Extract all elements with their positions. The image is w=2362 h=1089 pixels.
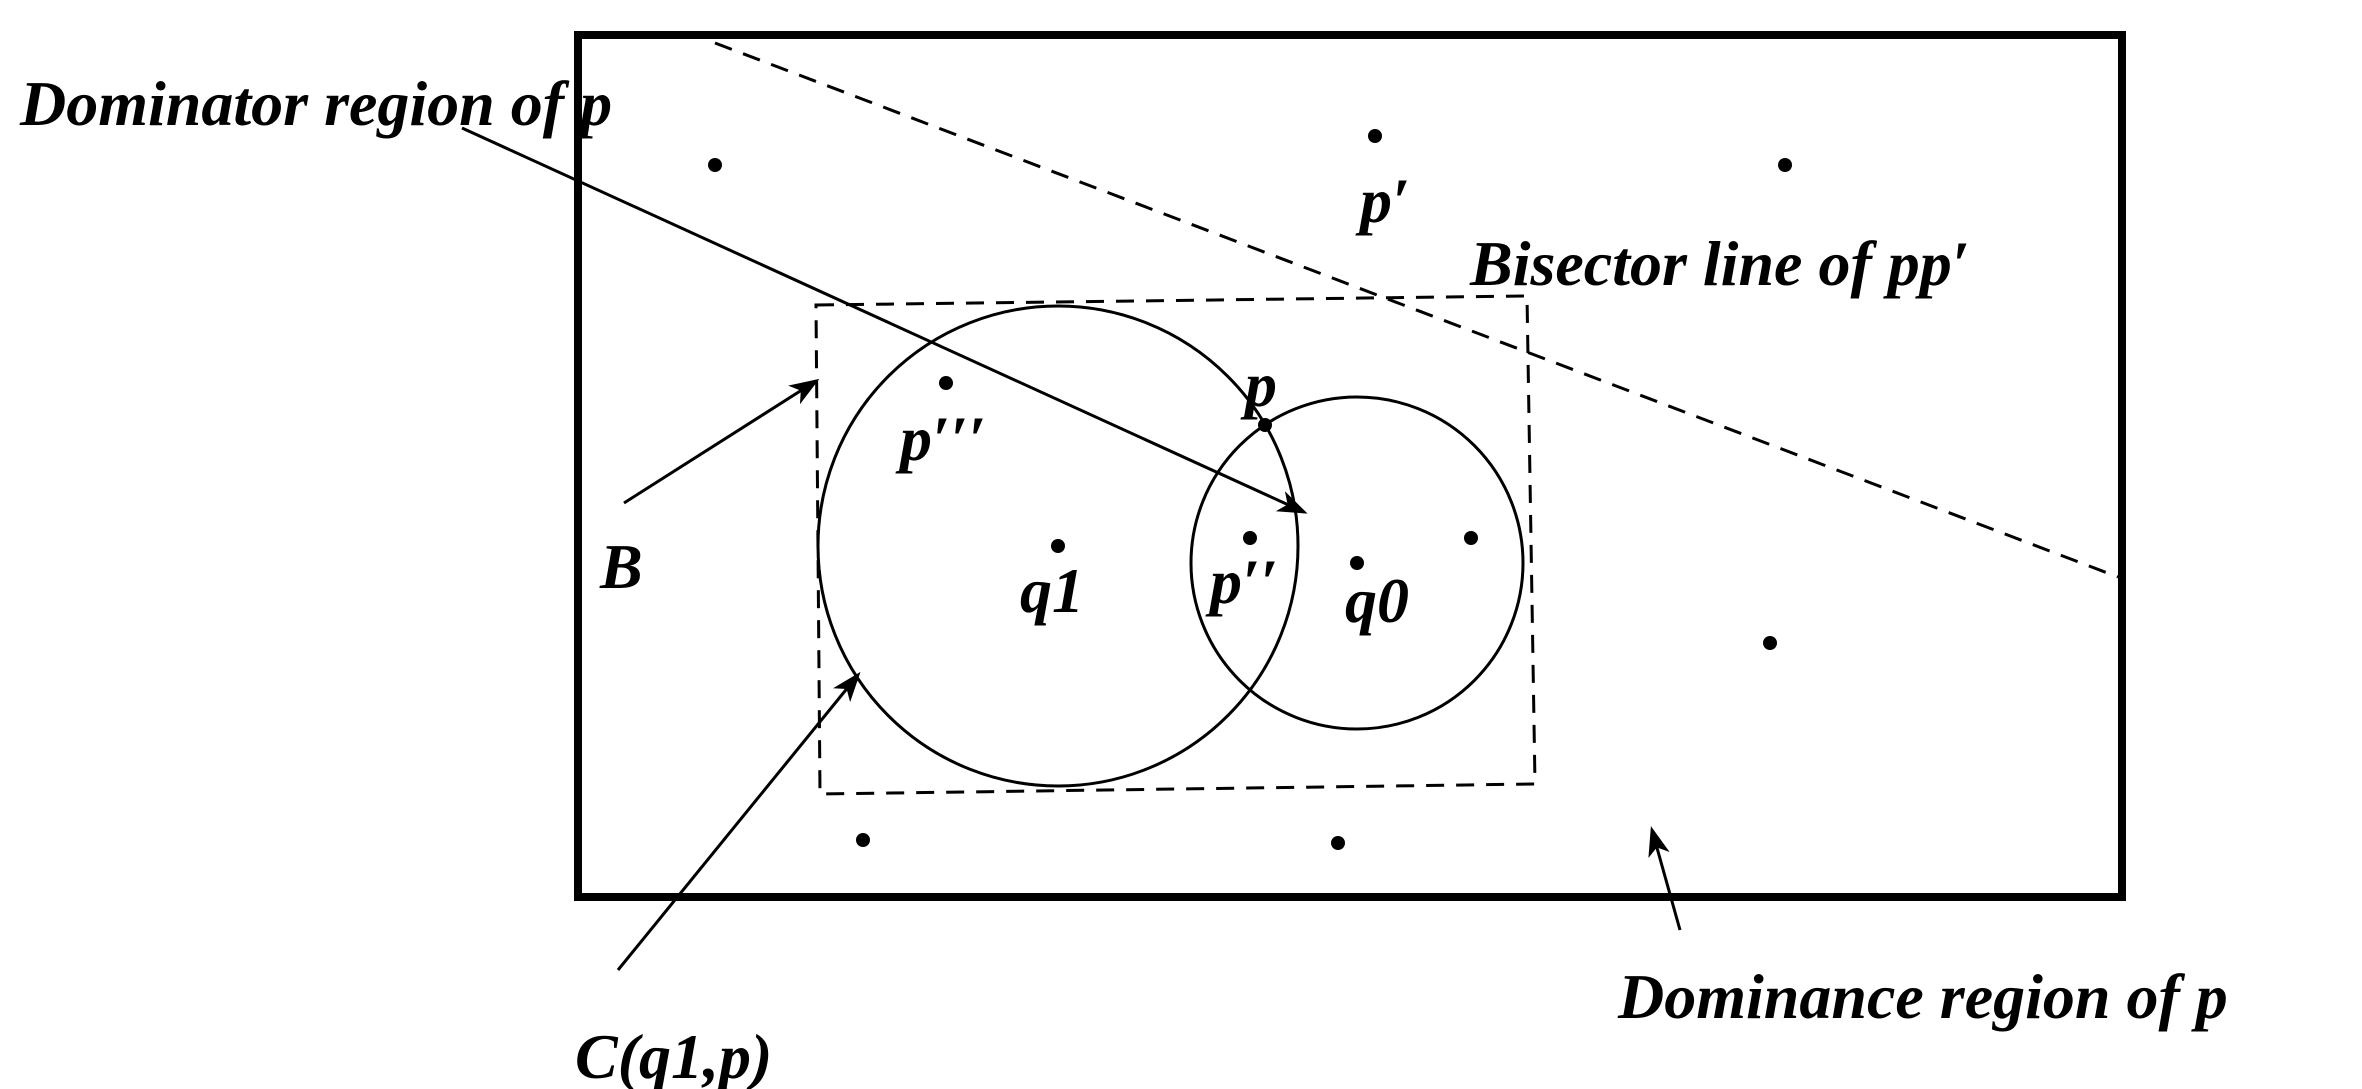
outer-rectangle <box>574 31 2126 901</box>
dominance-region-label: Dominance region of p <box>1617 961 2228 1032</box>
point-dot-p-prime <box>1368 129 1382 143</box>
circle-q0-p <box>1189 395 1525 731</box>
point-p-prime-label: p′ <box>1355 165 1410 236</box>
point-dot-q1 <box>1051 539 1065 553</box>
bisector-line <box>714 41 2119 579</box>
point-dot-bottom-left <box>856 833 870 847</box>
point-p-double-prime-label: p′′ <box>1205 546 1278 617</box>
point-dot-p-triple-prime <box>939 376 953 390</box>
point-q1-label: q1 <box>1020 555 1084 626</box>
point-dot-right <box>1763 636 1777 650</box>
point-dot-top-left <box>708 158 722 172</box>
point-dot-q0 <box>1350 556 1364 570</box>
circle-label: C(q1,p) <box>575 1021 772 1089</box>
circle-q1-p <box>816 304 1300 788</box>
bounding-box-arrow <box>623 378 820 505</box>
point-p-triple-prime-label: p′′′ <box>895 403 986 474</box>
point-dot-p <box>1258 418 1272 432</box>
point-dot-right-of-q0 <box>1464 531 1478 545</box>
bounding-box-b <box>814 294 1537 796</box>
dominator-region-label: Dominator region of p <box>19 68 612 139</box>
point-dot-bottom-middle <box>1331 836 1345 850</box>
point-dot-p-double-prime <box>1243 531 1257 545</box>
point-dot-top-right <box>1778 158 1792 172</box>
point-q0-label: q0 <box>1345 565 1409 636</box>
circle-arrow <box>616 671 861 971</box>
bisector-line-label: Bisector line of pp′ <box>1469 228 1970 299</box>
dominance-region-arrow <box>1648 826 1682 931</box>
dominator-region-arrow <box>461 126 1308 514</box>
point-p-label: p <box>1240 349 1277 420</box>
bounding-box-label: B <box>599 531 643 602</box>
